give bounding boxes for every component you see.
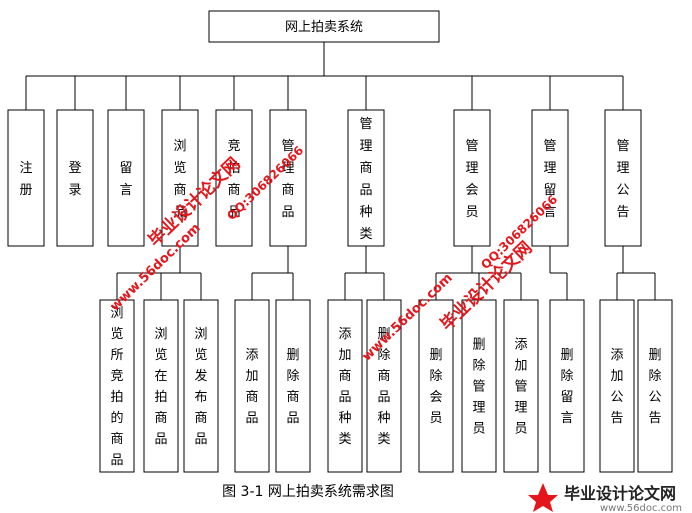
node-n5-box — [215, 109, 253, 247]
node-m6-label: 添加商品种类 — [338, 327, 351, 447]
figure-caption: 图 3-1 网上拍卖系统需求图 — [222, 484, 394, 500]
node-n2: 登录 — [56, 109, 94, 247]
node-n10-label: 管理公告 — [616, 139, 629, 220]
node-n3-label: 留言 — [119, 161, 132, 198]
node-m10: 添加管理员 — [503, 299, 539, 473]
node-m13-box — [637, 299, 673, 473]
node-m8: 删除会员 — [418, 299, 454, 473]
node-m13-label: 删除公告 — [648, 348, 661, 426]
node-n9-label: 管理留言 — [543, 139, 556, 220]
node-m5: 删除商品 — [275, 299, 311, 473]
node-m6-box — [327, 299, 363, 473]
node-m4-box — [234, 299, 270, 473]
node-m8-box — [418, 299, 454, 473]
node-n10-box — [604, 109, 642, 247]
node-m4-label: 添加商品 — [245, 348, 258, 426]
node-root-label: 网上拍卖系统 — [285, 20, 363, 35]
node-n1-label: 注册 — [19, 161, 32, 198]
node-m11-box — [549, 299, 585, 473]
node-m1-label: 浏览所竞拍的商品 — [110, 305, 123, 468]
node-m13: 删除公告 — [637, 299, 673, 473]
node-m6: 添加商品种类 — [327, 299, 363, 473]
node-m2-box — [143, 299, 179, 473]
node-n8-label: 管理会员 — [465, 139, 478, 220]
node-m12-label: 添加公告 — [610, 348, 623, 426]
node-n7-label: 管理商品种类 — [359, 117, 372, 242]
node-n1-box — [7, 109, 45, 247]
node-n9-box — [531, 109, 569, 247]
node-n5: 竞拍商品 — [215, 109, 253, 247]
node-m4: 添加商品 — [234, 299, 270, 473]
node-m9-label: 删除管理员 — [472, 338, 485, 437]
node-n1: 注册 — [7, 109, 45, 247]
node-m3: 浏览发布商品 — [183, 299, 219, 473]
node-m7-box — [366, 299, 402, 473]
node-m10-label: 添加管理员 — [514, 338, 527, 437]
node-m11-label: 删除留言 — [560, 348, 573, 426]
node-m9-box — [461, 299, 497, 473]
node-n6-box — [269, 109, 307, 247]
node-n9: 管理留言 — [531, 109, 569, 247]
node-n6-label: 管理商品 — [281, 139, 294, 220]
node-n7-box — [347, 109, 385, 247]
node-n6: 管理商品 — [269, 109, 307, 247]
node-m3-box — [183, 299, 219, 473]
node-n2-label: 登录 — [68, 161, 81, 198]
node-m1: 浏览所竞拍的商品 — [99, 299, 135, 473]
node-n3: 留言 — [107, 109, 145, 247]
node-root-box — [208, 10, 440, 43]
node-root: 网上拍卖系统 — [208, 10, 440, 43]
node-m2-label: 浏览在拍商品 — [154, 326, 167, 447]
node-m9: 删除管理员 — [461, 299, 497, 473]
node-n8-box — [453, 109, 491, 247]
node-m7-label: 删除商品种类 — [377, 327, 390, 447]
logo-star-icon — [528, 483, 558, 512]
node-m3-label: 浏览发布商品 — [194, 326, 207, 447]
node-m1-box — [99, 299, 135, 473]
node-n8: 管理会员 — [453, 109, 491, 247]
node-m5-label: 删除商品 — [286, 348, 299, 426]
node-n2-box — [56, 109, 94, 247]
node-n7: 管理商品种类 — [347, 109, 385, 247]
node-n3-box — [107, 109, 145, 247]
logo-text: 毕业设计论文网 — [564, 484, 676, 503]
node-m12: 添加公告 — [599, 299, 635, 473]
node-m10-box — [503, 299, 539, 473]
node-m8-label: 删除会员 — [429, 348, 442, 426]
node-m12-box — [599, 299, 635, 473]
node-m5-box — [275, 299, 311, 473]
logo-url: www.56doc.com — [600, 503, 682, 513]
node-m11: 删除留言 — [549, 299, 585, 473]
node-n5-label: 竞拍商品 — [227, 138, 240, 220]
node-m7: 删除商品种类 — [366, 299, 402, 473]
node-m2: 浏览在拍商品 — [143, 299, 179, 473]
node-n4-label: 浏览商品 — [173, 138, 186, 220]
node-n10: 管理公告 — [604, 109, 642, 247]
